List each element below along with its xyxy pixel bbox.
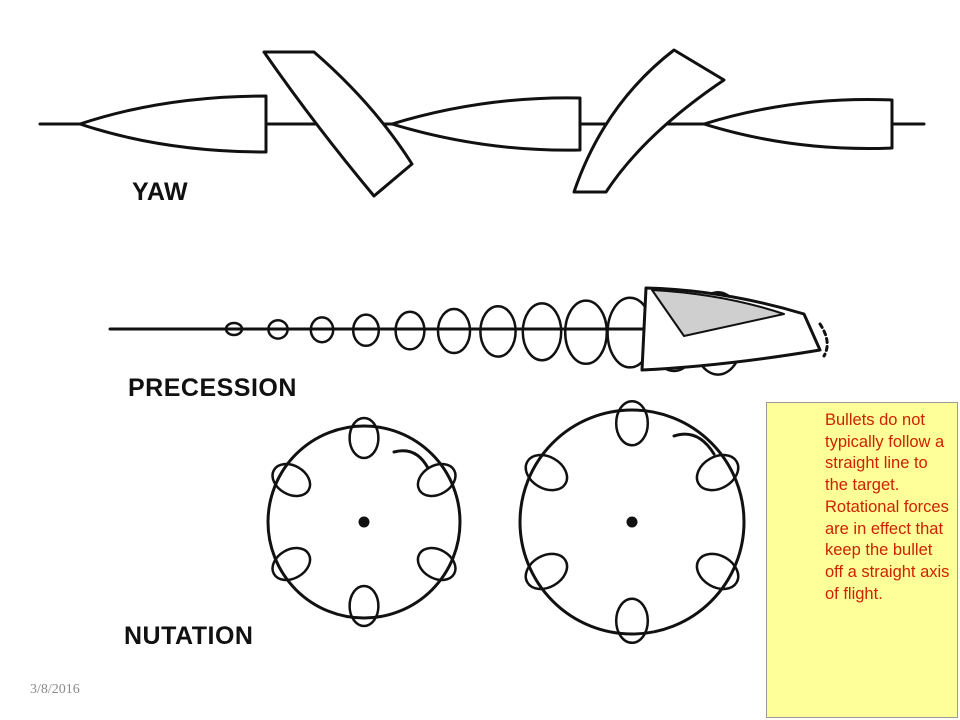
- nutation-loop: [695, 453, 740, 492]
- note-callout: Bullets do not typically follow a straig…: [766, 402, 958, 718]
- precession-loop: [563, 299, 609, 366]
- nutation-illustration: [266, 399, 746, 645]
- yaw-bullet-4: [572, 48, 726, 194]
- bullet-motion-illustration: [38, 48, 926, 645]
- nutation-loop: [416, 462, 457, 498]
- precession-loop: [224, 321, 244, 337]
- precession-loop: [521, 302, 563, 362]
- nutation-loop: [348, 584, 380, 628]
- precession-illustration: [108, 286, 829, 376]
- yaw-bullet-5: [702, 98, 894, 150]
- precession-loop: [394, 310, 426, 351]
- nutation-circle-small: [266, 416, 462, 628]
- yaw-bullet-1: [78, 94, 268, 154]
- nutation-circle-large: [518, 399, 746, 645]
- nutation-loop: [271, 546, 312, 582]
- bullet-motion-diagram: YAW PRECESSION NUTATION: [24, 24, 936, 664]
- precession-loop: [436, 307, 472, 355]
- nutation-center-small: [358, 516, 370, 528]
- nutation-outline: [266, 424, 462, 620]
- nutation-center-large: [626, 516, 638, 528]
- nutation-loop: [416, 546, 457, 582]
- nutation-label: NUTATION: [124, 622, 254, 650]
- precession-loop: [351, 313, 381, 348]
- nutation-tail-small: [392, 449, 430, 470]
- precession-bullet-trail: [818, 322, 829, 358]
- precession-bullet-shading: [651, 289, 785, 337]
- yaw-bullet-2: [262, 50, 414, 198]
- nutation-loop: [524, 552, 569, 591]
- nutation-loop: [614, 399, 650, 447]
- yaw-illustration: [38, 48, 926, 198]
- nutation-outline: [518, 408, 746, 636]
- nutation-loop: [524, 453, 569, 492]
- nutation-loop: [614, 597, 650, 645]
- yaw-bullet-3: [390, 96, 582, 152]
- note-text: Bullets do not typically follow a straig…: [825, 411, 950, 603]
- nutation-loop: [695, 552, 740, 591]
- precession-loop: [479, 304, 517, 358]
- precession-loop: [267, 318, 289, 340]
- nutation-loop: [348, 416, 380, 460]
- slide-date: 3/8/2016: [30, 682, 80, 697]
- yaw-label: YAW: [132, 178, 189, 206]
- nutation-tail-large: [672, 432, 716, 456]
- precession-label: PRECESSION: [128, 374, 297, 402]
- nutation-loop: [271, 462, 312, 498]
- precession-loop: [309, 316, 335, 344]
